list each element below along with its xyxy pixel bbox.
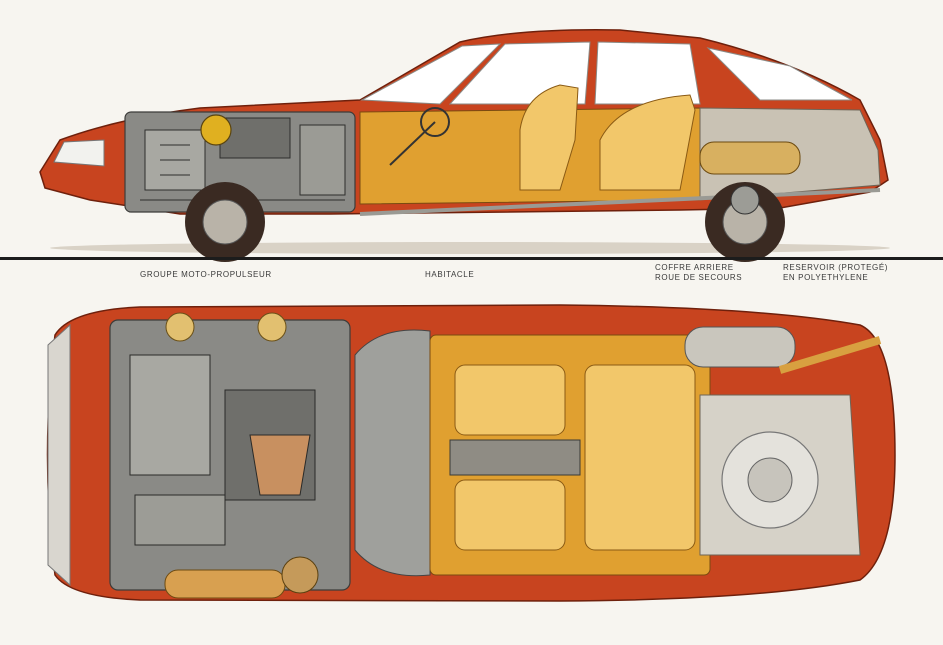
- air-filter: [200, 114, 232, 146]
- side-view-cutaway: [0, 0, 943, 262]
- seat-front-left: [454, 364, 566, 436]
- headlamp-left: [165, 312, 195, 342]
- fuel-tank: [699, 141, 801, 175]
- ground-shadow: [50, 242, 890, 254]
- centre-console: [449, 439, 581, 476]
- front-seat: [519, 84, 579, 191]
- exhaust-pipe: [359, 188, 881, 216]
- headlight: [53, 139, 105, 167]
- headlamp-right: [257, 312, 287, 342]
- caption-boot: COFFRE ARRIERE ROUE DE SECOURS: [655, 263, 742, 283]
- front-bumper: [47, 323, 71, 587]
- spare-wheel: [721, 431, 819, 529]
- windscreen-top: [354, 329, 431, 577]
- section-divider: [0, 257, 943, 260]
- top-view-drawing: [46, 304, 896, 602]
- fluid-reservoir: [281, 556, 319, 594]
- engine-details: [140, 117, 346, 201]
- windscreen: [360, 43, 502, 105]
- fuel-tank-top: [684, 326, 796, 368]
- rear-window: [594, 41, 701, 105]
- engine-bay-details: [129, 354, 316, 546]
- caption-tank-line2: EN POLYETHYLENE: [783, 273, 869, 282]
- caption-engine: GROUPE MOTO-PROPULSEUR: [140, 270, 272, 279]
- caption-cabin: HABITACLE: [425, 270, 475, 279]
- front-wheel: [185, 182, 265, 262]
- steering-column: [389, 121, 436, 166]
- caption-boot-line1: COFFRE ARRIERE: [655, 263, 734, 272]
- rear-wheel: [705, 182, 785, 262]
- seat-rear: [584, 364, 696, 551]
- rear-brake-disc: [730, 185, 760, 215]
- seat-front-right: [454, 479, 566, 551]
- caption-boot-line2: ROUE DE SECOURS: [655, 273, 743, 282]
- side-view-drawing: [39, 29, 890, 262]
- caption-tank-line1: RESERVOIR (Protegé): [783, 263, 889, 272]
- top-view-cutaway: [0, 295, 943, 645]
- steering-wheel: [420, 107, 450, 137]
- exhaust-top: [778, 336, 882, 374]
- spare-cylinder: [164, 569, 286, 599]
- rear-seat: [599, 94, 696, 191]
- caption-tank: RESERVOIR (Protegé) EN POLYETHYLENE: [783, 263, 888, 283]
- rear-glass-hatch: [706, 47, 853, 101]
